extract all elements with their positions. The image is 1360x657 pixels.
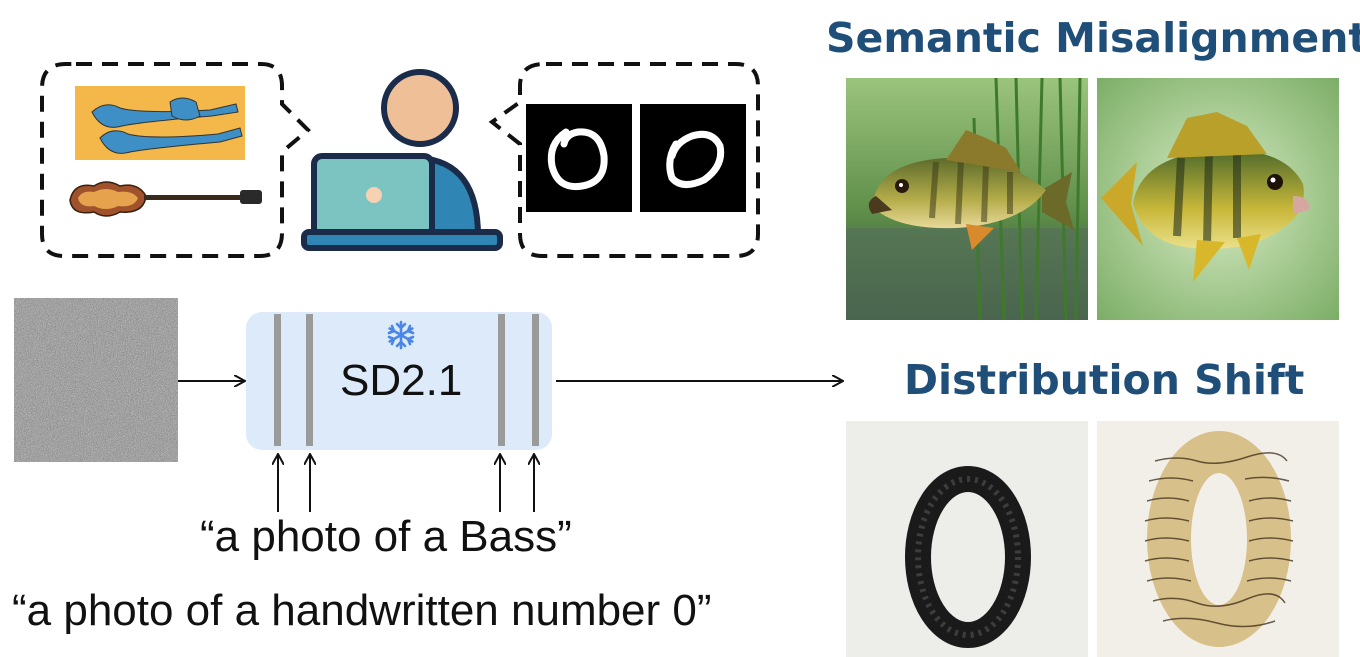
model-label: SD2.1 <box>340 356 463 405</box>
zero-image-1 <box>846 421 1088 657</box>
model-layer-bar <box>532 314 539 446</box>
distribution-shift-heading: Distribution Shift <box>904 356 1305 404</box>
prompt-bass: “a photo of a Bass” <box>200 512 572 561</box>
handwritten-zero-images <box>526 104 746 212</box>
right-thought-bubble <box>488 62 760 258</box>
model-layer-bar <box>498 314 505 446</box>
fish-image-2 <box>1097 78 1339 320</box>
semantic-misalignment-heading: Semantic Misalignment <box>826 14 1360 62</box>
user-at-laptop-icon <box>300 66 510 256</box>
fish-image-1 <box>846 78 1088 320</box>
noise-image <box>14 298 178 462</box>
snowflake-icon <box>386 320 416 350</box>
prompt-handwritten-zero: “a photo of a handwritten number 0” <box>12 586 712 635</box>
sd-model-box: SD2.1 <box>246 312 552 450</box>
user-scene <box>36 58 766 268</box>
model-layer-bar <box>274 314 281 446</box>
zero-image-2 <box>1097 421 1339 657</box>
model-layer-bar <box>306 314 313 446</box>
left-thought-bubble <box>40 62 311 258</box>
bass-guitar-images <box>60 82 270 242</box>
